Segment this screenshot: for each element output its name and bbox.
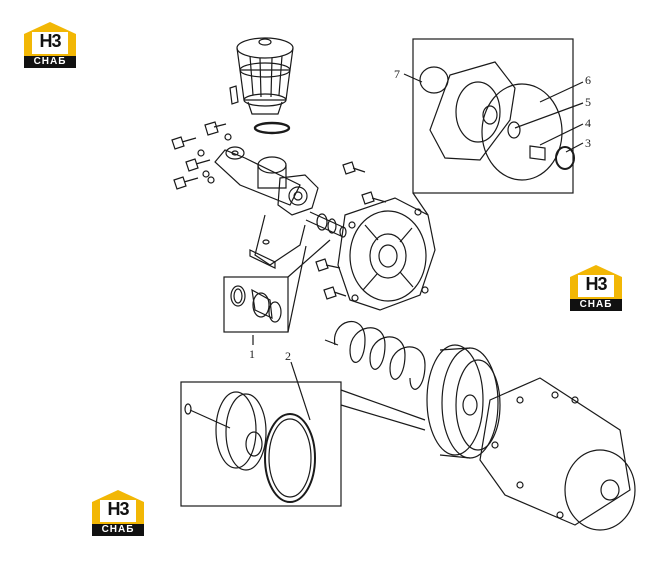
bushing-part bbox=[230, 285, 282, 323]
piston-ring-detail bbox=[184, 391, 316, 503]
cover-plate bbox=[337, 197, 436, 311]
pump-housing bbox=[214, 146, 319, 269]
logo-caption: СНАБ bbox=[570, 299, 622, 311]
logo-caption: СНАБ bbox=[92, 524, 144, 536]
house-icon bbox=[92, 490, 144, 524]
bolts bbox=[171, 85, 387, 300]
callout-leaders bbox=[252, 73, 584, 421]
seal-kit bbox=[419, 61, 575, 181]
detail-box-3 bbox=[180, 381, 342, 507]
brand-logo: H3 СНАБ bbox=[90, 488, 146, 536]
callout-4: 4 bbox=[585, 116, 591, 130]
shaft bbox=[305, 211, 347, 238]
logo-letters: H3 bbox=[585, 274, 607, 294]
piston bbox=[426, 344, 501, 459]
leader-line bbox=[340, 389, 426, 431]
leader-line bbox=[287, 239, 331, 333]
brand-logo: H3 СНАБ bbox=[22, 20, 78, 68]
leader-line bbox=[412, 192, 429, 216]
detail-box-1 bbox=[223, 276, 289, 333]
callout-2: 2 bbox=[285, 349, 291, 363]
house-icon bbox=[24, 22, 76, 56]
callout-1: 1 bbox=[249, 347, 255, 361]
callout-6: 6 bbox=[585, 73, 591, 87]
brand-logo: H3 СНАБ bbox=[568, 263, 624, 311]
detail-box-2 bbox=[412, 38, 574, 194]
callout-7: 7 bbox=[394, 67, 400, 81]
cylinder bbox=[479, 377, 636, 531]
spring bbox=[334, 321, 426, 390]
callout-3: 3 bbox=[585, 136, 591, 150]
logo-caption: СНАБ bbox=[24, 56, 76, 68]
filter-cup bbox=[236, 37, 294, 135]
callout-5: 5 bbox=[585, 95, 591, 109]
logo-letters: H3 bbox=[107, 499, 129, 519]
logo-letters: H3 bbox=[39, 31, 61, 51]
house-icon bbox=[570, 265, 622, 299]
spring-end bbox=[324, 339, 339, 346]
